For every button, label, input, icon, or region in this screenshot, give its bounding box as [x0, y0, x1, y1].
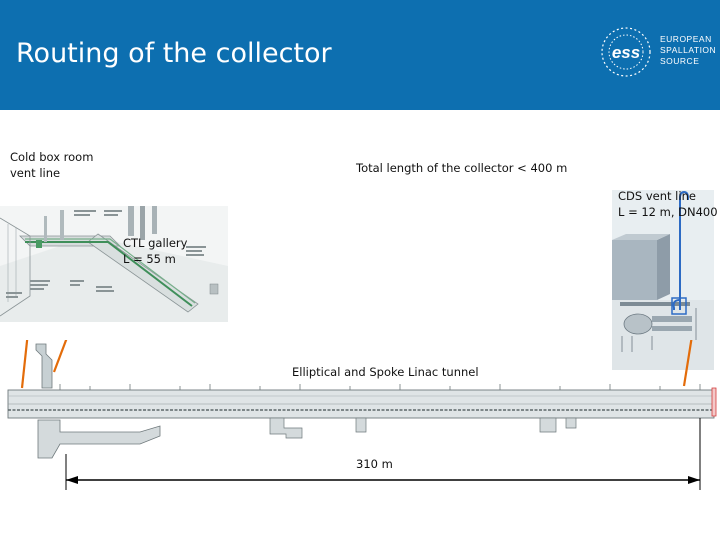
- cds-label-line-2: L = 12 m, DN400: [618, 205, 718, 219]
- ctl-gallery-label-line-1: CTL gallery: [123, 236, 188, 250]
- cds-label: CDS vent line L = 12 m, DN400: [618, 188, 718, 220]
- ctl-gallery-render: [0, 206, 228, 322]
- cds-render: [612, 190, 714, 370]
- total-length-label: Total length of the collector < 400 m: [356, 161, 568, 175]
- ctl-gallery-label: CTL gallery L = 55 m: [123, 235, 187, 267]
- cold-box-label-line-1: Cold box room: [10, 150, 94, 164]
- logo-line-2: SPALLATION: [660, 45, 717, 55]
- logo-mark-text: ess: [612, 43, 640, 62]
- cold-box-label-line-2: vent line: [10, 166, 61, 180]
- header-bar: Routing of the collector ess EUROPEAN SP…: [0, 0, 720, 110]
- ctl-gallery-label-line-2: L = 55 m: [123, 252, 176, 266]
- logo-line-1: EUROPEAN: [660, 34, 712, 44]
- ess-logo-mark-icon: ess: [601, 27, 651, 77]
- linac-tunnel-drawing: [7, 340, 717, 490]
- cds-label-line-1: CDS vent line: [618, 189, 696, 203]
- cold-box-arrow: [20, 340, 29, 389]
- logo-wordmark: EUROPEAN SPALLATION SOURCE: [660, 34, 716, 67]
- cold-box-label: Cold box room vent line: [10, 149, 93, 181]
- cds-arrow: [682, 340, 693, 387]
- slide-title: Routing of the collector: [16, 38, 332, 69]
- distance-label: 310 m: [356, 457, 393, 471]
- ctl-arrow: [52, 340, 68, 373]
- logo-line-3: SOURCE: [660, 56, 700, 66]
- tunnel-label: Elliptical and Spoke Linac tunnel: [292, 365, 479, 379]
- ess-logo: ess EUROPEAN SPALLATION SOURCE: [596, 22, 716, 82]
